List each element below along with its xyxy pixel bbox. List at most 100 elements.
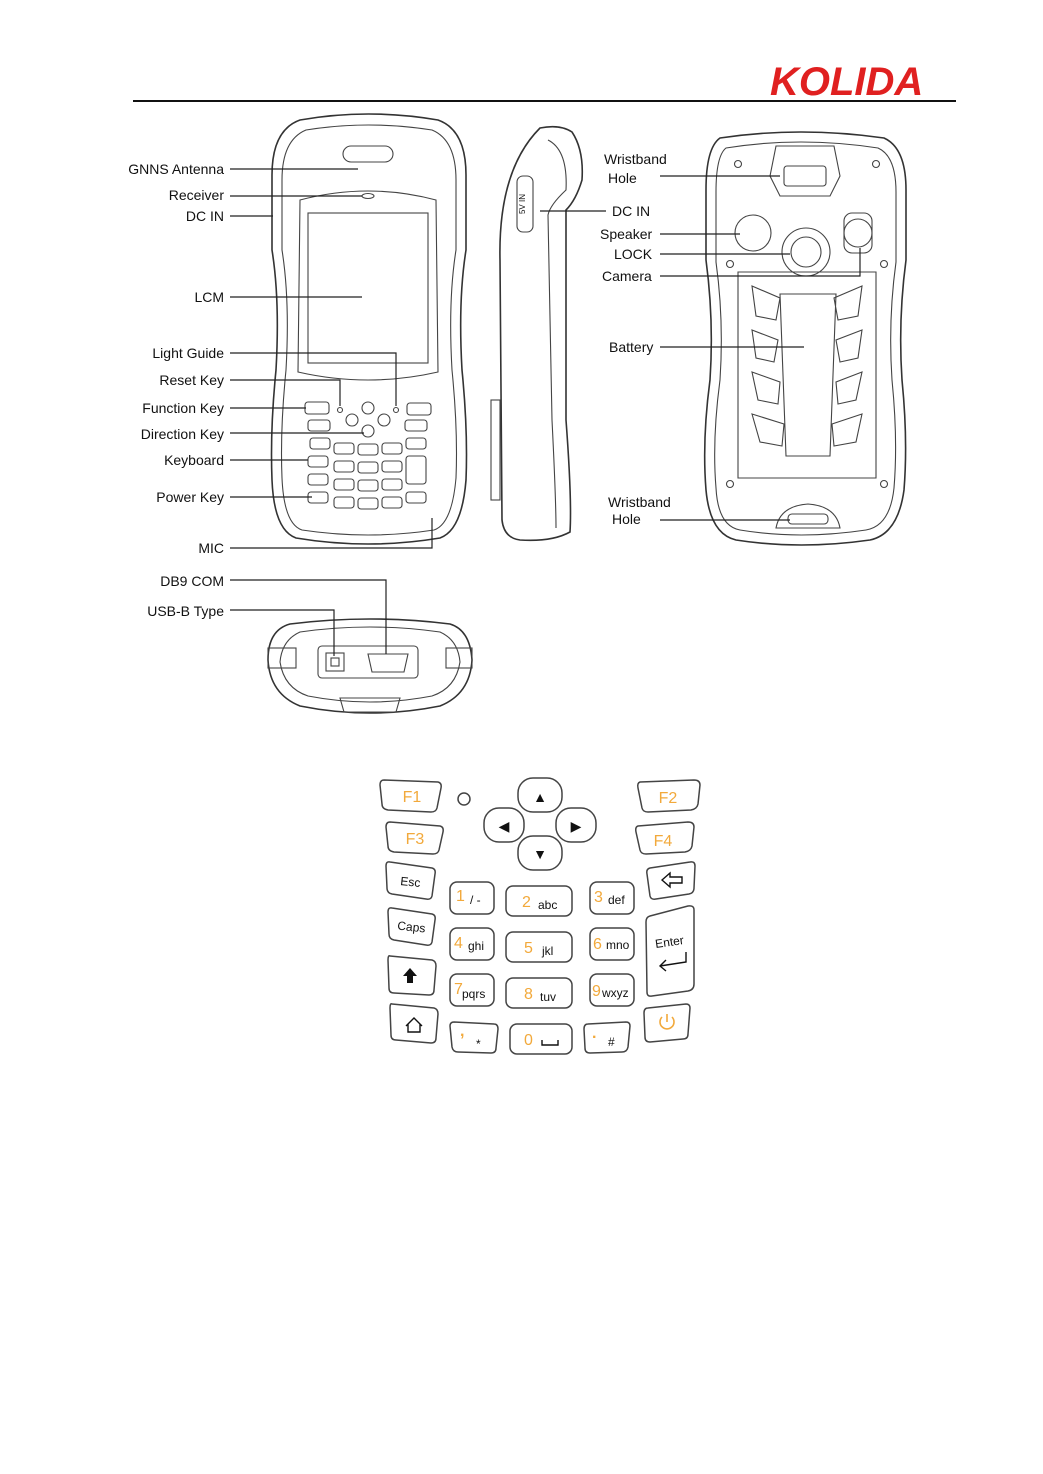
enter-return-icon — [658, 952, 687, 972]
key-esc-label: Esc — [400, 874, 421, 890]
key-6-sub: mno — [606, 938, 630, 952]
key-4-num: 4 — [454, 935, 463, 952]
down-arrow-icon: ▼ — [533, 846, 547, 862]
key-dot-sub: # — [608, 1035, 615, 1049]
side-inner-line — [547, 139, 567, 529]
key-7-num: 7 — [454, 981, 463, 998]
key-enter[interactable]: Enter — [645, 905, 695, 997]
key-6[interactable]: 6 mno — [589, 927, 635, 961]
label-wristband-bottom-line1: Wristband — [608, 494, 671, 510]
key-8-num: 8 — [524, 986, 533, 1003]
keypad-diagram: F1 F2 F3 F4 ▲ ◀ ▶ ▼ — [379, 777, 701, 1055]
key-9[interactable]: 9 wxyz — [589, 973, 635, 1007]
key-5[interactable]: 5 jkl — [505, 931, 573, 963]
label-usb-b-type: USB-B Type — [147, 603, 224, 619]
home-icon — [405, 1017, 423, 1033]
key-9-num: 9 — [592, 983, 601, 1000]
key-shift[interactable] — [387, 955, 437, 996]
key-1[interactable]: 1 / - — [449, 881, 495, 915]
antenna-slot — [342, 145, 394, 163]
reset-hole[interactable] — [457, 792, 471, 806]
label-wristband-top-line2: Hole — [608, 170, 637, 186]
label-wristband-bottom-line2: Hole — [612, 511, 641, 527]
key-down[interactable]: ▼ — [517, 835, 563, 871]
key-left[interactable]: ◀ — [483, 807, 525, 843]
label-dc-in-side: DC IN — [612, 203, 650, 219]
back-battery-emblem — [751, 285, 863, 457]
up-arrow-icon: ▲ — [533, 789, 547, 805]
label-camera: Camera — [602, 268, 652, 284]
backspace-icon — [660, 871, 683, 889]
key-7-sub: pqrs — [462, 987, 485, 1001]
key-enter-label: Enter — [654, 933, 684, 951]
back-battery-cover — [737, 271, 877, 479]
key-caps[interactable]: Caps — [387, 907, 436, 946]
back-wristband-hole-bottom — [775, 503, 841, 529]
space-icon — [541, 1040, 559, 1046]
key-2-num: 2 — [522, 894, 531, 911]
key-home[interactable] — [389, 1003, 439, 1044]
key-9-sub: wxyz — [601, 986, 629, 1000]
key-0[interactable]: 0 — [509, 1023, 573, 1055]
key-0-num: 0 — [524, 1032, 533, 1049]
label-db9-com: DB9 COM — [160, 573, 224, 589]
power-icon — [659, 1014, 675, 1030]
label-power-key: Power Key — [156, 489, 224, 505]
key-f3[interactable]: F3 — [385, 821, 444, 855]
key-dot-num: . — [592, 1025, 596, 1042]
kolida-logo: KOLIDA — [770, 62, 923, 100]
back-inner-outline — [714, 141, 897, 536]
key-6-num: 6 — [593, 936, 602, 953]
label-lock: LOCK — [614, 246, 653, 262]
label-reset-key: Reset Key — [159, 372, 224, 388]
key-5-num: 5 — [524, 940, 533, 957]
device-diagram: GNNS Antenna Receiver DC IN LCM Light Gu… — [128, 113, 907, 714]
key-f4-label: F4 — [654, 833, 673, 850]
label-direction-key: Direction Key — [141, 426, 224, 442]
key-2-sub: abc — [538, 898, 557, 912]
key-right[interactable]: ▶ — [555, 807, 597, 843]
key-3[interactable]: 3 def — [589, 881, 635, 915]
key-2[interactable]: 2 abc — [505, 885, 573, 917]
key-8-sub: tuv — [540, 990, 556, 1004]
key-f4[interactable]: F4 — [635, 821, 695, 855]
side-dc-port — [516, 175, 534, 233]
key-f3-label: F3 — [406, 831, 425, 848]
key-comma-sub: * — [476, 1037, 481, 1051]
front-body-outline — [270, 113, 468, 545]
shift-arrow-icon — [403, 968, 417, 983]
key-up[interactable]: ▲ — [517, 777, 563, 813]
side-view: 5V IN — [490, 125, 584, 542]
lcm-screen — [307, 212, 429, 364]
key-7[interactable]: 7 pqrs — [449, 973, 495, 1007]
key-f2[interactable]: F2 — [637, 779, 701, 813]
front-view: GNNS Antenna Receiver DC IN LCM Light Gu… — [128, 113, 468, 556]
label-speaker: Speaker — [600, 226, 652, 242]
side-port-marking: 5V IN — [518, 194, 527, 214]
key-dot[interactable]: . # — [583, 1021, 631, 1054]
side-grip — [490, 399, 501, 501]
front-inner-outline — [280, 124, 458, 536]
key-f1-label: F1 — [403, 789, 422, 806]
db9-port — [367, 653, 409, 673]
key-f1[interactable]: F1 — [379, 779, 442, 813]
key-1-sub: / - — [470, 893, 481, 907]
label-gnns-antenna: GNNS Antenna — [128, 161, 224, 177]
logo-text: KOLIDA — [770, 62, 923, 100]
key-backspace[interactable] — [646, 861, 696, 900]
front-keypad-sketch — [304, 401, 432, 510]
key-4[interactable]: 4 ghi — [449, 927, 495, 961]
header-rule — [133, 100, 956, 102]
label-keyboard: Keyboard — [164, 452, 224, 468]
key-esc[interactable]: Esc — [385, 861, 436, 900]
key-5-sub: jkl — [541, 944, 553, 958]
left-arrow-icon: ◀ — [499, 818, 510, 834]
key-comma[interactable]: , * — [449, 1021, 499, 1054]
key-8[interactable]: 8 tuv — [505, 977, 573, 1009]
bottom-view: DB9 COM USB-B Type — [147, 573, 473, 714]
back-view: Wristband Hole DC IN Speaker LOCK Camera… — [540, 131, 907, 546]
screen-bezel — [297, 190, 439, 381]
key-4-sub: ghi — [468, 939, 484, 953]
label-function-key: Function Key — [142, 400, 224, 416]
key-power[interactable] — [643, 1003, 691, 1043]
